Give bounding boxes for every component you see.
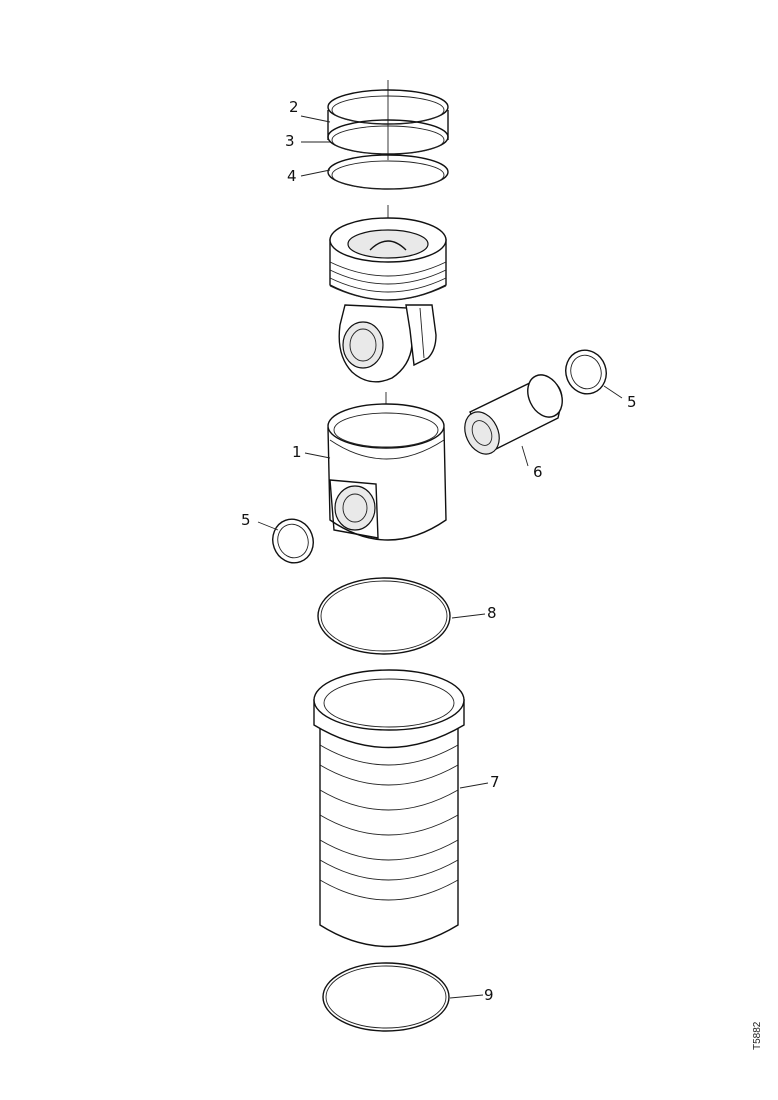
document-id: T5882 bbox=[752, 1021, 763, 1050]
callout-2: 2 bbox=[289, 98, 299, 116]
circlip-5-left bbox=[272, 518, 314, 564]
circlip-5-right bbox=[565, 349, 607, 395]
piston-ring-4 bbox=[327, 154, 449, 190]
leader-lines bbox=[257, 115, 623, 999]
sleeve-part-1 bbox=[327, 403, 447, 541]
piston-ring-3 bbox=[327, 110, 449, 155]
piston-crown bbox=[329, 217, 447, 301]
piston-pin-boss bbox=[338, 304, 437, 383]
callout-7: 7 bbox=[490, 773, 500, 791]
callout-9: 9 bbox=[484, 986, 494, 1004]
o-ring-8 bbox=[317, 577, 451, 655]
callout-3: 3 bbox=[285, 132, 295, 150]
callout-5-right: 5 bbox=[627, 393, 637, 411]
piston-ring-2 bbox=[327, 89, 449, 125]
callout-4: 4 bbox=[287, 167, 297, 185]
callout-1: 1 bbox=[292, 443, 302, 461]
gudgeon-pin-6 bbox=[464, 374, 563, 455]
callout-5-left: 5 bbox=[241, 511, 251, 529]
callout-6: 6 bbox=[533, 463, 543, 481]
o-ring-9 bbox=[322, 962, 450, 1032]
cylinder-liner-7 bbox=[313, 669, 465, 948]
callout-8: 8 bbox=[487, 604, 497, 622]
